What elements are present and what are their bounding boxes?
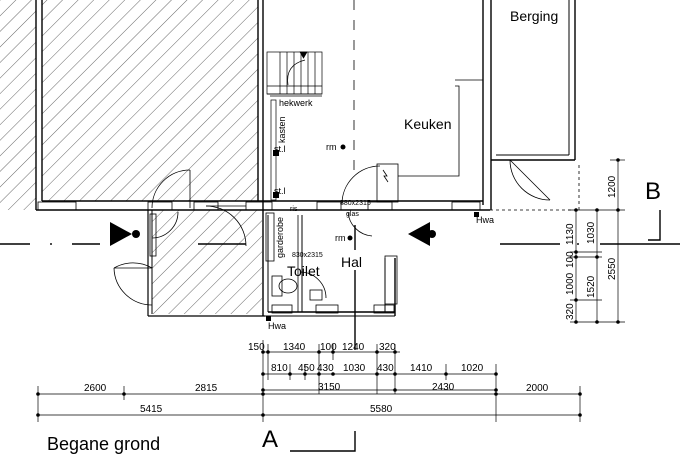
label-ris: ris: [290, 206, 298, 213]
dim-row4-2: 2000: [526, 383, 549, 394]
dim-row4-1: 2815: [195, 383, 218, 394]
dim-right-mid-1: 1520: [586, 275, 597, 298]
dim-row3-1: 2430: [432, 382, 455, 393]
drawing-title: Begane grond: [47, 434, 160, 454]
dim-row4-0: 2600: [84, 383, 107, 394]
hatched-area: [0, 0, 262, 314]
label-glas: glas: [346, 211, 359, 218]
label-garderobe: garderobe: [275, 217, 285, 258]
label-door-hal: 880x2315: [340, 200, 371, 207]
staircase: [266, 51, 323, 201]
dim-row1-3: 1240: [342, 342, 365, 353]
dim-row1-1: 1340: [283, 342, 306, 353]
dim-row5-0: 5415: [140, 404, 163, 415]
label-hekwerk: hekwerk: [279, 98, 313, 108]
markers: [266, 144, 479, 321]
section-line-a: [290, 225, 356, 452]
dim-right-outer-0: 1200: [607, 175, 618, 198]
label-hwa-keuken: Hwa: [476, 215, 494, 225]
label-st-2: st.l: [274, 186, 286, 196]
dim-row2-2: 430: [317, 363, 334, 374]
dim-right-inner-3: 320: [565, 303, 576, 320]
room-label-hal: Hal: [341, 254, 362, 270]
dim-right-inner-1: 100: [565, 251, 576, 268]
dim-right-inner-2: 1000: [565, 272, 576, 295]
toilet-fixture: [271, 275, 323, 301]
room-label-berging: Berging: [510, 8, 558, 24]
section-mark-a: A: [262, 426, 278, 453]
room-label-keuken: Keuken: [404, 116, 451, 132]
room-label-toilet: Toilet: [287, 263, 320, 279]
label-st-1: st.l: [274, 144, 286, 154]
dim-right-mid-0: 1030: [586, 221, 597, 244]
walls: [35, 0, 580, 317]
dimension-ticks-right: [574, 158, 620, 324]
dim-row3-0: 3150: [318, 382, 341, 393]
label-rm-keuken: rm: [326, 142, 337, 152]
dimension-lines: [37, 340, 581, 422]
label-rm-hal: rm: [335, 233, 346, 243]
dim-row2-5: 1410: [410, 363, 433, 374]
section-arrows: [110, 222, 436, 246]
dim-right-inner-0: 1130: [565, 223, 576, 245]
dim-row5-1: 5580: [370, 404, 393, 415]
dim-row2-3: 1030: [343, 363, 366, 374]
dim-row2-4: 430: [377, 363, 394, 374]
dim-row2-6: 1020: [461, 363, 484, 374]
dim-right-outer-1: 2550: [607, 257, 618, 280]
door-swings: [113, 159, 551, 306]
section-line-b: [0, 210, 680, 245]
dim-row1-2: 100: [320, 342, 337, 353]
dimension-ticks: [36, 350, 582, 417]
dim-row1-0: 150: [248, 342, 265, 353]
section-mark-b: B: [645, 178, 661, 205]
label-door-toilet: 830x2315: [292, 252, 323, 259]
dim-row2-1: 450: [298, 363, 315, 374]
dim-row1-4: 320: [379, 342, 396, 353]
label-kasten: kasten: [277, 116, 287, 143]
kitchen-fixtures: [353, 0, 483, 203]
label-hwa-toilet: Hwa: [268, 321, 286, 331]
dim-row2-0: 810: [271, 363, 288, 374]
dimension-lines-right: [568, 159, 625, 323]
